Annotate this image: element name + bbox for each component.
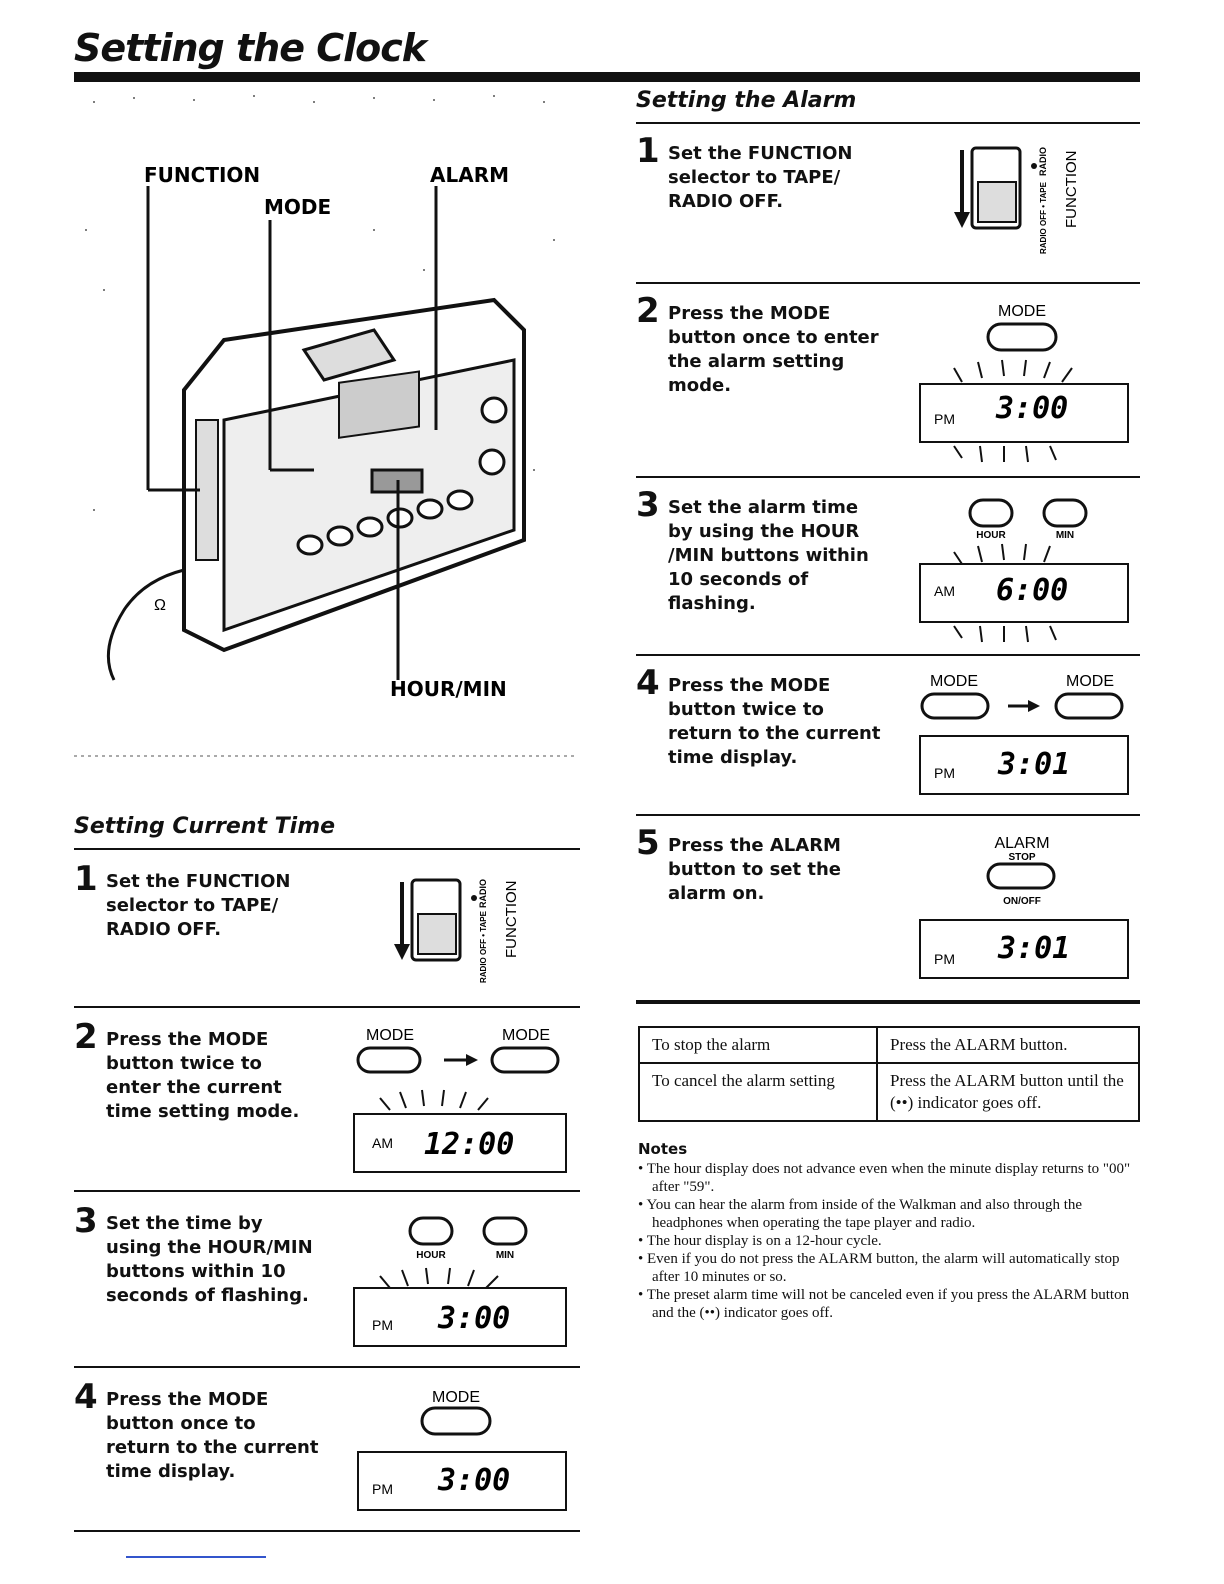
device-diagram: Ω FUNCTION MODE ALARM HOUR/MIN [74,95,574,757]
rule [636,814,1140,816]
svg-text:3:01: 3:01 [997,931,1070,966]
rule [74,1190,580,1192]
mode-once-figure: MODE PM 3:00 [357,1389,567,1511]
function-selector-figure: RADIO RADIO OFF • TAPE FUNCTION [394,878,520,983]
svg-text:STOP: STOP [1008,852,1035,863]
label-hour-min: HOUR/MIN [390,677,507,701]
rule [636,122,1140,124]
table-cell: To cancel the alarm setting [638,1062,878,1122]
svg-text:3:00: 3:00 [995,391,1068,426]
rule [74,1006,580,1008]
rule [74,1530,580,1532]
mode-twice-figure: MODE MODE AM 12:00 [353,1027,567,1173]
svg-text:AM: AM [934,583,955,599]
svg-text:MIN: MIN [1056,530,1074,541]
svg-text:MODE: MODE [930,673,978,690]
svg-text:MODE: MODE [502,1027,550,1044]
notes: Notes The hour display does not advance … [638,1140,1148,1322]
svg-text:MIN: MIN [496,1250,514,1261]
label-alarm: ALARM [430,163,509,187]
svg-text:AM: AM [372,1135,393,1151]
svg-text:ON/OFF: ON/OFF [1003,896,1041,907]
table-row: To cancel the alarm setting Press the AL… [638,1062,1140,1122]
svg-text:3:01: 3:01 [997,747,1070,782]
alarm-mode-once-figure: MODE PM 3:00 [919,303,1129,463]
list-item: The hour display is on a 12-hour cycle. [638,1232,1148,1250]
rule [74,1366,580,1368]
page-title: Setting the Clock [74,26,427,70]
label-function: FUNCTION [144,163,260,187]
svg-text:RADIO OFF • TAPE: RADIO OFF • TAPE [1039,181,1048,254]
svg-text:RADIO OFF • TAPE: RADIO OFF • TAPE [479,910,488,983]
alarm-heading: Setting the Alarm [636,88,857,113]
svg-text:PM: PM [934,765,955,781]
svg-text:HOUR: HOUR [976,530,1006,541]
alarm-button-figure: ALARM STOP ON/OFF PM 3:01 [919,835,1129,979]
svg-text:6:00: 6:00 [996,573,1068,608]
svg-text:PM: PM [372,1317,393,1333]
svg-text:FUNCTION: FUNCTION [503,881,520,959]
svg-text:Ω: Ω [154,597,166,614]
svg-text:12:00: 12:00 [424,1127,514,1162]
notes-heading: Notes [638,1140,688,1158]
list-item: The preset alarm time will not be cancel… [638,1286,1148,1322]
rule [636,476,1140,478]
svg-text:RADIO: RADIO [478,879,488,908]
svg-text:MODE: MODE [998,303,1046,320]
svg-text:HOUR: HOUR [416,1250,446,1261]
hour-min-figure: HOUR MIN PM 3:00 [353,1216,567,1347]
table-row: To stop the alarm Press the ALARM button… [638,1026,1140,1064]
rule [636,654,1140,656]
alarm-function-selector-figure: RADIO RADIO OFF • TAPE FUNCTION [954,146,1080,254]
table-cell: Press the ALARM button. [876,1026,1140,1064]
svg-text:FUNCTION: FUNCTION [1063,151,1080,229]
svg-text:PM: PM [372,1481,393,1497]
table-cell: Press the ALARM button until the (••) in… [876,1062,1140,1122]
svg-text:RADIO: RADIO [1038,147,1048,176]
label-mode: MODE [264,195,331,219]
alarm-mode-twice-figure: MODE MODE PM 3:01 [919,673,1129,795]
rule [636,282,1140,284]
alarm-info-table: To stop the alarm Press the ALARM button… [638,1026,1140,1122]
table-cell: To stop the alarm [638,1026,878,1064]
list-item: You can hear the alarm from inside of th… [638,1196,1148,1232]
alarm-hour-min-figure: HOUR MIN AM 6:00 [919,498,1129,643]
svg-text:3:00: 3:00 [437,1463,510,1498]
texture-dots [85,95,555,511]
svg-text:PM: PM [934,951,955,967]
svg-text:ALARM: ALARM [994,835,1049,852]
notes-list: The hour display does not advance even w… [638,1160,1148,1322]
rule [636,1000,1140,1004]
svg-text:MODE: MODE [366,1027,414,1044]
svg-text:MODE: MODE [1066,673,1114,690]
current-time-heading: Setting Current Time [74,814,336,839]
list-item: Even if you do not press the ALARM butto… [638,1250,1148,1286]
svg-text:3:00: 3:00 [437,1301,510,1336]
svg-text:MODE: MODE [432,1389,480,1406]
rule [74,848,580,850]
title-rule [74,72,1140,82]
link-underline [126,1556,266,1558]
list-item: The hour display does not advance even w… [638,1160,1148,1196]
svg-text:PM: PM [934,411,955,427]
